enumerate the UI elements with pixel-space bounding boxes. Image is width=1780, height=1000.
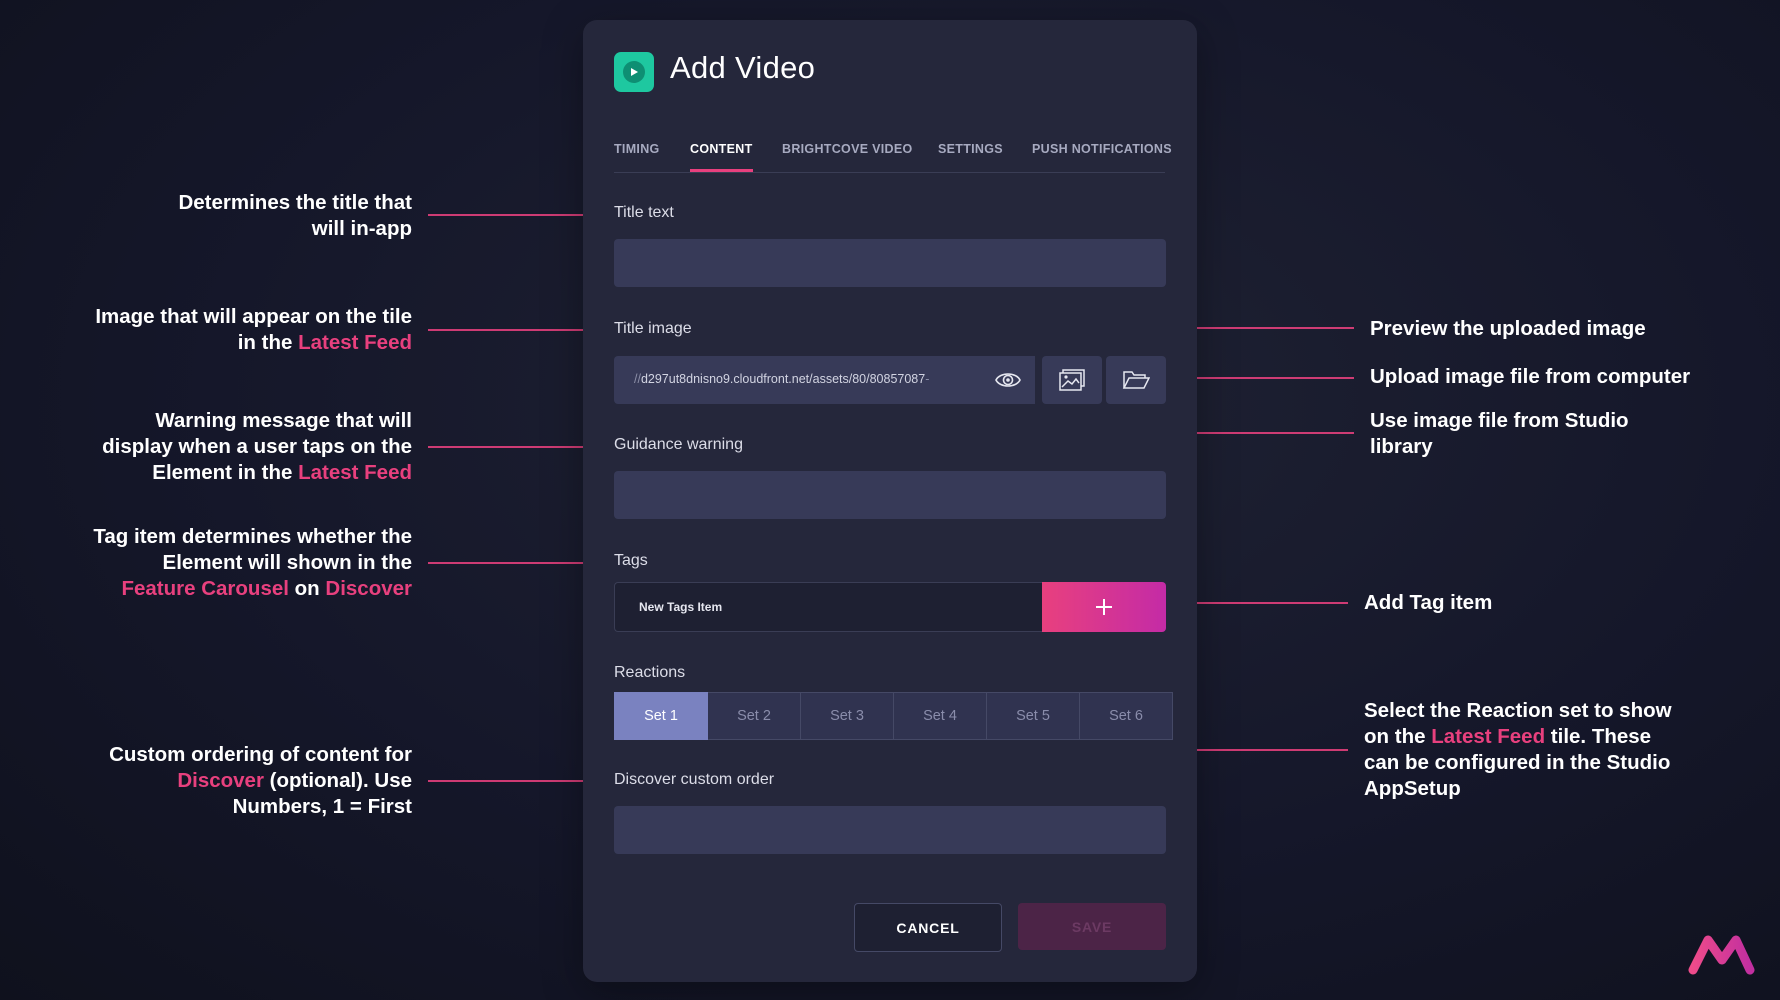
tab-bar: TIMING CONTENT BRIGHTCOVE VIDEO SETTINGS… (614, 142, 1172, 173)
play-icon (614, 52, 654, 92)
discover-custom-order-input[interactable] (614, 806, 1166, 854)
add-video-dialog: Add Video TIMING CONTENT BRIGHTCOVE VIDE… (583, 20, 1197, 982)
annotation-line: on the Latest Feed tile. These (1364, 725, 1652, 748)
discover-highlight: Discover (325, 577, 412, 600)
reaction-set-5[interactable]: Set 5 (987, 692, 1080, 740)
tag-input-text: New Tags Item (639, 600, 723, 614)
annotation-line: library (1370, 435, 1433, 458)
annotation-line: Discover (optional). Use (177, 769, 412, 792)
annotation-title-text: Determines the title that will in-app (178, 190, 412, 242)
annotation-line: AppSetup (1364, 777, 1461, 800)
image-library-button[interactable] (1042, 356, 1102, 404)
discover-custom-order-label: Discover custom order (614, 771, 775, 788)
annotation-preview: Preview the uploaded image (1370, 316, 1646, 342)
annotation-tags: Tag item determines whether the Element … (93, 524, 412, 602)
feature-carousel-highlight: Feature Carousel (121, 577, 289, 600)
annotation-title-image: Image that will appear on the tile in th… (95, 304, 412, 356)
reaction-set-6[interactable]: Set 6 (1080, 692, 1173, 740)
annotation-line: Element will shown in the (162, 551, 412, 574)
upload-folder-button[interactable] (1106, 356, 1166, 404)
annotation-line: Image that will appear on the tile (95, 305, 412, 328)
folder-open-icon (1122, 371, 1150, 389)
annotation-upload: Upload image file from computer (1370, 364, 1690, 390)
reaction-set-1[interactable]: Set 1 (614, 692, 708, 740)
annotation-reactions: Select the Reaction set to show on the L… (1364, 698, 1672, 802)
annotation-line: Select the Reaction set to show (1364, 699, 1672, 722)
annotation-library: Use image file from Studio library (1370, 408, 1629, 460)
annotation-line: Warning message that will (155, 409, 412, 432)
annotation-line: in the Latest Feed (237, 331, 412, 354)
tab-timing[interactable]: TIMING (614, 142, 660, 156)
tab-content[interactable]: CONTENT (690, 142, 753, 172)
reaction-set-4[interactable]: Set 4 (894, 692, 987, 740)
cancel-button[interactable]: CANCEL (854, 903, 1002, 952)
annotation-discover-order: Custom ordering of content for Discover … (109, 742, 412, 820)
annotation-line: Numbers, 1 = First (232, 795, 412, 818)
annotation-guidance-warning: Warning message that will display when a… (102, 408, 412, 486)
image-library-icon (1059, 369, 1085, 391)
annotation-line: Custom ordering of content for (109, 743, 412, 766)
latest-feed-highlight: Latest Feed (1431, 725, 1546, 748)
tag-input[interactable]: New Tags Item (614, 582, 1042, 632)
annotation-line: Upload image file from computer (1370, 365, 1691, 388)
annotation-line: Element in the Latest Feed (152, 461, 412, 484)
latest-feed-highlight: Latest Feed (298, 461, 412, 484)
tab-settings[interactable]: SETTINGS (938, 142, 1003, 156)
annotation-line: Use image file from Studio (1370, 409, 1629, 432)
annotation-line: can be configured in the Studio (1364, 751, 1671, 774)
tab-push-notifications[interactable]: PUSH NOTIFICATIONS (1032, 142, 1172, 156)
save-button[interactable]: SAVE (1018, 903, 1166, 950)
annotation-line: Preview the uploaded image (1370, 317, 1646, 340)
tags-label: Tags (614, 552, 648, 569)
discover-highlight: Discover (177, 769, 264, 792)
title-image-url-field[interactable]: //d297ut8dnisno9.cloudfront.net/assets/8… (614, 356, 1035, 404)
reaction-set-3[interactable]: Set 3 (801, 692, 894, 740)
title-image-url: //d297ut8dnisno9.cloudfront.net/assets/8… (634, 372, 930, 386)
annotation-line: Add Tag item (1364, 591, 1493, 614)
guidance-warning-label: Guidance warning (614, 436, 743, 453)
title-text-input[interactable] (614, 239, 1166, 287)
dialog-title: Add Video (670, 50, 816, 85)
annotation-add-tag: Add Tag item (1364, 590, 1492, 616)
plus-icon (1096, 599, 1112, 615)
tab-brightcove-video[interactable]: BRIGHTCOVE VIDEO (782, 142, 913, 156)
annotation-line: Tag item determines whether the (93, 525, 412, 548)
annotation-line: Feature Carousel on Discover (121, 577, 412, 600)
reaction-set-selector: Set 1 Set 2 Set 3 Set 4 Set 5 Set 6 (614, 692, 1173, 740)
reactions-label: Reactions (614, 664, 686, 681)
title-image-label: Title image (614, 320, 692, 337)
add-tag-button[interactable] (1042, 582, 1166, 632)
guidance-warning-input[interactable] (614, 471, 1166, 519)
annotation-line: Determines the title that (178, 191, 412, 214)
title-text-label: Title text (614, 204, 674, 221)
annotation-line: will in-app (311, 217, 412, 240)
latest-feed-highlight: Latest Feed (298, 331, 412, 354)
reaction-set-2[interactable]: Set 2 (708, 692, 801, 740)
annotation-line: display when a user taps on the (102, 435, 412, 458)
brand-logo-icon (1688, 932, 1756, 981)
eye-icon[interactable] (995, 369, 1021, 396)
